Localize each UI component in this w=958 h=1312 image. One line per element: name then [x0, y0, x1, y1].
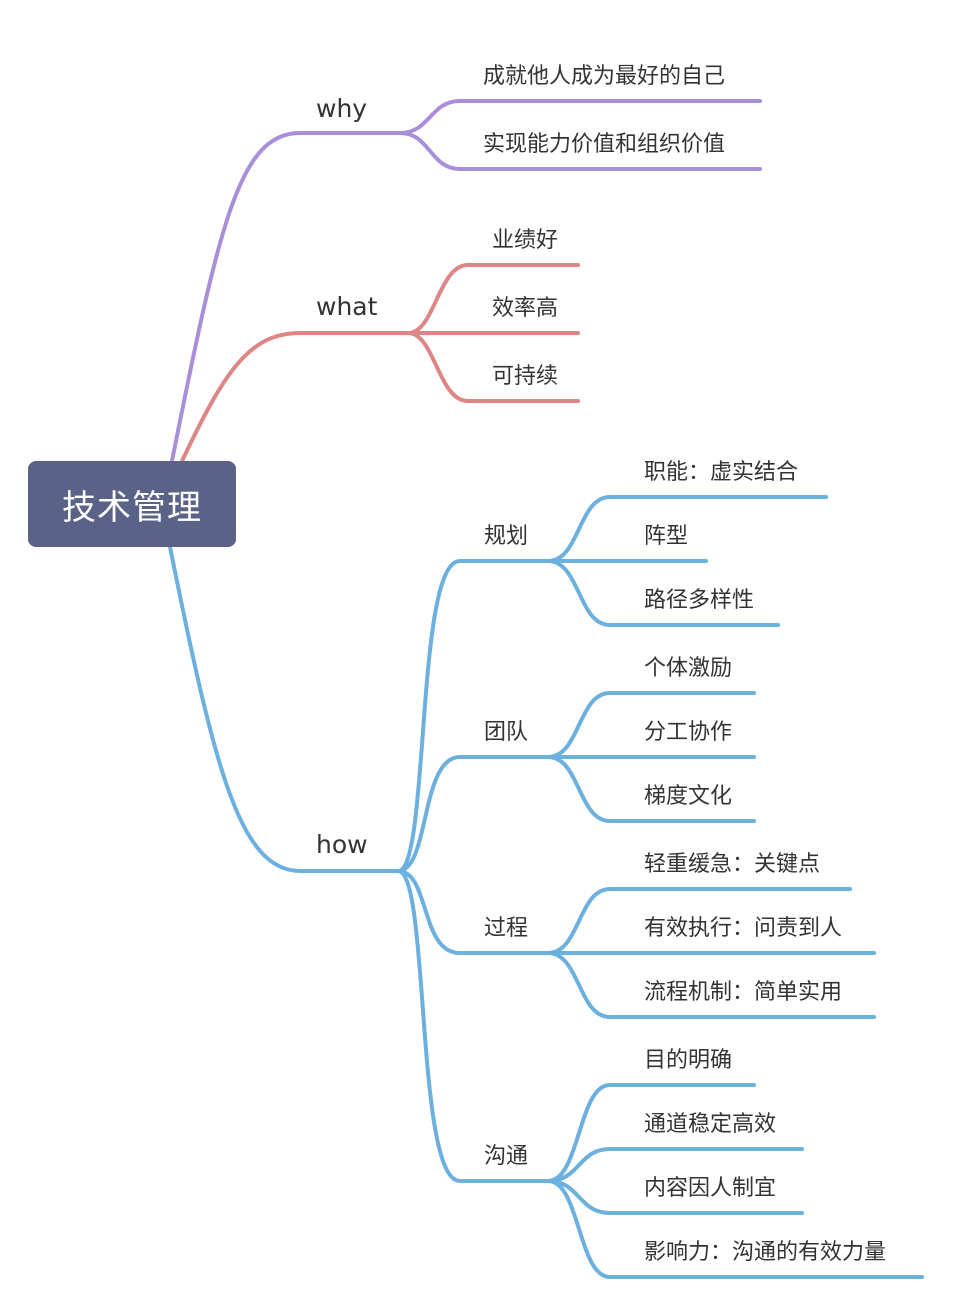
tuandui-leaf-2[interactable]: 分工协作 [644, 720, 733, 745]
goutong-leaf-4[interactable]: 影响力：沟通的有效力量 [644, 1240, 887, 1265]
why-to-child-1-line [398, 99, 762, 135]
root-to-how-line [168, 545, 400, 873]
branch-how-label[interactable]: how [316, 830, 368, 859]
goutong-leaf-1[interactable]: 目的明确 [644, 1048, 733, 1073]
goutong-child-2-line [546, 1147, 804, 1183]
tuandui-leaf-3[interactable]: 梯度文化 [644, 784, 733, 809]
how-to-guihua-line [396, 559, 550, 873]
what-to-child-1-line [406, 263, 580, 335]
guocheng-leaf-1[interactable]: 轻重缓急：关键点 [644, 852, 821, 877]
how-sub-guihua[interactable]: 规划 [484, 524, 529, 549]
guihua-leaf-3[interactable]: 路径多样性 [644, 588, 755, 613]
guocheng-child-1-line [546, 887, 852, 955]
how-branch-lines [168, 495, 924, 1279]
goutong-leaf-2[interactable]: 通道稳定高效 [644, 1112, 777, 1137]
why-child-1[interactable]: 成就他人成为最好的自己 [483, 64, 726, 89]
what-to-child-3-line [406, 331, 580, 403]
guocheng-leaf-2[interactable]: 有效执行：问责到人 [644, 916, 843, 941]
branch-what-label[interactable]: what [316, 292, 378, 321]
what-child-2[interactable]: 效率高 [492, 296, 559, 321]
how-sub-goutong[interactable]: 沟通 [484, 1144, 529, 1169]
why-child-2[interactable]: 实现能力价值和组织价值 [483, 132, 726, 157]
what-child-3[interactable]: 可持续 [492, 364, 559, 389]
guocheng-child-3-line [546, 951, 876, 1019]
guocheng-leaf-3[interactable]: 流程机制：简单实用 [644, 980, 843, 1005]
guihua-child-1-line [546, 495, 828, 563]
why-branch-lines [170, 99, 762, 463]
guihua-child-3-line [546, 559, 780, 627]
goutong-child-1-line [546, 1083, 756, 1183]
tuandui-child-3-line [546, 755, 756, 823]
root-label: 技术管理 [62, 487, 202, 528]
how-sub-tuandui[interactable]: 团队 [484, 720, 529, 745]
guihua-leaf-1[interactable]: 职能：虚实结合 [644, 460, 799, 485]
what-branch-lines [180, 263, 580, 463]
how-to-goutong-line [396, 869, 550, 1183]
tuandui-child-1-line [546, 691, 756, 759]
what-child-1[interactable]: 业绩好 [492, 228, 559, 253]
root-to-what-line [180, 331, 410, 463]
how-sub-guocheng[interactable]: 过程 [484, 916, 529, 941]
root-node[interactable]: 技术管理 [28, 461, 236, 547]
goutong-child-4-line [546, 1179, 924, 1279]
root-to-why-line [170, 131, 402, 463]
how-to-tuandui-line [396, 755, 550, 873]
tuandui-leaf-1[interactable]: 个体激励 [644, 656, 733, 681]
why-to-child-2-line [398, 131, 762, 171]
goutong-leaf-3[interactable]: 内容因人制宜 [644, 1176, 777, 1201]
guihua-leaf-2[interactable]: 阵型 [644, 524, 689, 549]
how-to-guocheng-line [396, 869, 550, 955]
branch-why-label[interactable]: why [316, 94, 368, 123]
